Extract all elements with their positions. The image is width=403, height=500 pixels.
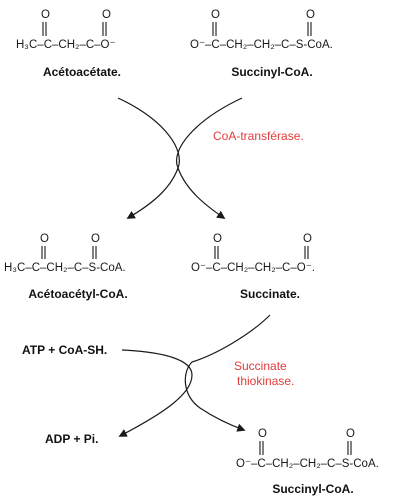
succinate-formula: O⁻–C–CH₂–CH₂–C–O⁻. <box>191 262 315 274</box>
carbonyl-oxygen: O <box>102 9 111 21</box>
succinyl-coa-structure-top: O O O⁻–C–CH₂–CH₂–C–S-CoA. Succinyl-CoA. <box>190 9 333 79</box>
carbonyl-oxygen: O <box>346 428 355 440</box>
succinyl-coa-formula-bottom: O⁻–C–CH₂–CH₂–C–S-CoA. <box>236 458 379 470</box>
arrow-succinate-to-succinyl-coa <box>184 314 271 432</box>
acetoacetate-label: Acétoacétate. <box>43 65 121 79</box>
carbonyl-oxygen: O <box>306 9 315 21</box>
carbonyl-oxygen: O <box>258 428 267 440</box>
arrow-acetoacetate-to-acetoacetyl-coa <box>117 97 180 219</box>
atp-coash-label: ATP + CoA-SH. <box>22 343 107 357</box>
coa-transferase-reaction-arrows <box>117 97 243 219</box>
succinate-label: Succinate. <box>240 287 300 301</box>
enzyme-succinate-thiokinase-line1: Succinate <box>234 359 287 373</box>
adp-pi-label: ADP + Pi. <box>45 432 98 446</box>
succinyl-coa-label: Succinyl-CoA. <box>231 65 312 79</box>
succinyl-coa-label-bottom: Succinyl-CoA. <box>272 482 353 496</box>
carbonyl-oxygen: O <box>213 233 222 245</box>
arrow-succinyl-coa-to-succinate <box>176 97 243 219</box>
arrow-atp-to-adp <box>118 349 193 437</box>
carbonyl-oxygen: O <box>91 233 100 245</box>
succinate-structure: O O O⁻–C–CH₂–CH₂–C–O⁻. Succinate. <box>191 233 315 301</box>
succinyl-coa-formula: O⁻–C–CH₂–CH₂–C–S-CoA. <box>190 39 333 51</box>
carbonyl-oxygen: O <box>40 233 49 245</box>
carbonyl-oxygen: O <box>41 9 50 21</box>
succinate-thiokinase-reaction-arrows <box>118 314 271 437</box>
enzyme-coa-transferase: CoA-transférase. <box>213 129 304 143</box>
acetoacetyl-coa-structure: O O H₃C–C–CH₂–C–S-CoA. Acétoacétyl-CoA. <box>4 233 128 301</box>
acetoacetate-structure: O O H₃C–C–CH₂–C–O⁻ Acétoacétate. <box>16 9 121 79</box>
acetoacetyl-coa-formula: H₃C–C–CH₂–C–S-CoA. <box>4 262 126 274</box>
acetoacetate-formula: H₃C–C–CH₂–C–O⁻ <box>16 39 116 51</box>
enzyme-succinate-thiokinase-line2: thiokinase. <box>237 374 294 388</box>
carbonyl-oxygen: O <box>211 9 220 21</box>
succinyl-coa-structure-bottom: O O O⁻–C–CH₂–CH₂–C–S-CoA. Succinyl-CoA. <box>236 428 379 496</box>
acetoacetyl-coa-label: Acétoacétyl-CoA. <box>28 287 127 301</box>
carbonyl-oxygen: O <box>303 233 312 245</box>
